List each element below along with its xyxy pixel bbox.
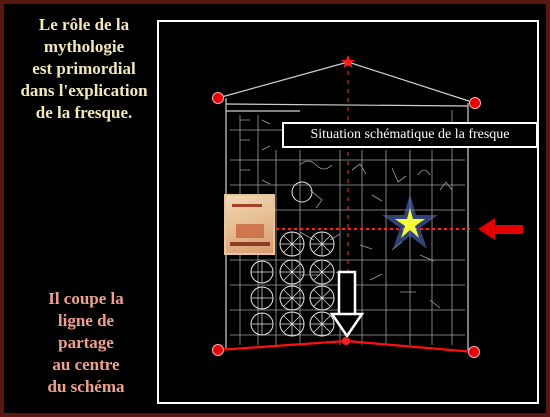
caption-top-line: Le rôle de la xyxy=(38,15,130,34)
center-marker xyxy=(342,337,350,345)
thumbnail-stroke xyxy=(232,204,262,207)
caption-bottom: Il coupe la ligne de partage au centre d… xyxy=(22,288,150,398)
caption-top: Le rôle de la mythologie est primordial … xyxy=(10,14,158,124)
caption-bottom-line: du schéma xyxy=(47,377,125,396)
caption-bottom-line: partage xyxy=(58,333,114,352)
base-boundary xyxy=(217,339,475,354)
schematic-label: Situation schématique de la fresque xyxy=(282,122,538,148)
caption-bottom-line: au centre xyxy=(52,355,120,374)
caption-bottom-line: ligne de xyxy=(57,311,115,330)
caption-top-line: dans l'explication xyxy=(20,81,148,100)
thumbnail-stroke xyxy=(230,242,270,246)
corner-markers xyxy=(212,92,481,358)
caption-top-line: de la fresque. xyxy=(35,103,133,122)
apex-star-icon xyxy=(341,55,355,68)
caption-top-line: mythologie xyxy=(43,37,125,56)
thumbnail-figure xyxy=(236,224,264,238)
schematic-label-text: Situation schématique de la fresque xyxy=(310,127,510,142)
down-arrow-icon xyxy=(329,270,365,339)
rosette-grid xyxy=(250,181,335,337)
caption-top-line: est primordial xyxy=(32,59,136,78)
caption-bottom-line: Il coupe la xyxy=(48,289,124,308)
glowing-star-icon xyxy=(382,194,438,249)
fresco-detail-thumbnail xyxy=(224,194,275,255)
right-pointer-arrow-icon xyxy=(478,218,523,240)
